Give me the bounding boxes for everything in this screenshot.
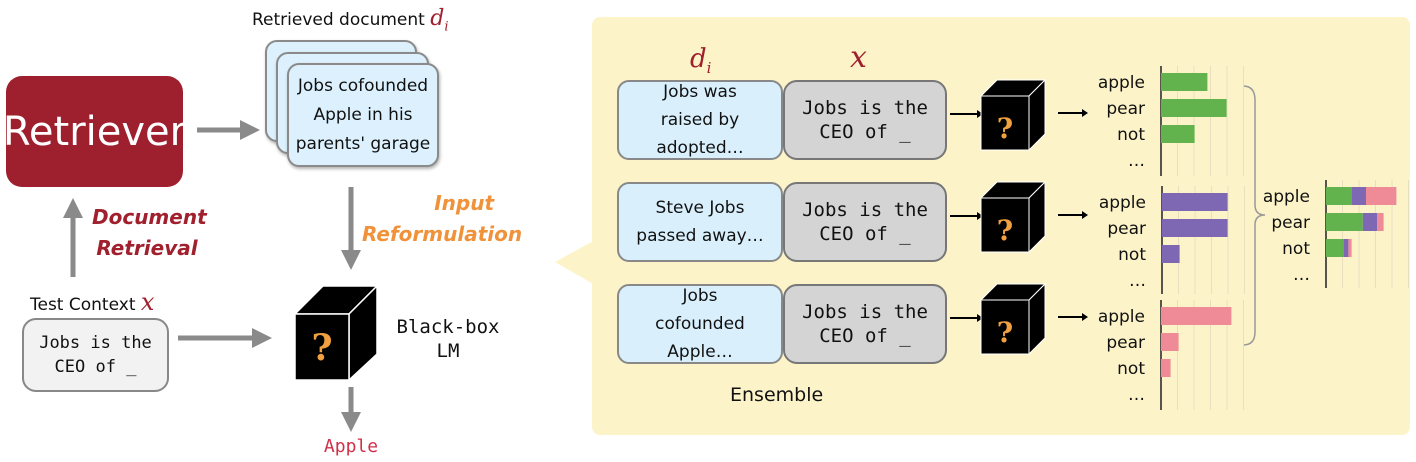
label-line: Document	[92, 205, 207, 229]
row-doc-text: Jobs was raised by adopted…	[656, 82, 744, 158]
row-doc-box: Steve Jobs passed away…	[617, 182, 783, 262]
row-lm-icon: ?	[950, 282, 1088, 356]
bar-apple	[1161, 307, 1232, 325]
label-line: Reformulation	[362, 222, 523, 246]
category-label: not	[1117, 359, 1145, 379]
category-label: pear	[1107, 219, 1146, 239]
bar-apple	[1366, 187, 1397, 205]
row-lm-icon: ?	[950, 180, 1088, 254]
panel-doc-symbol: di	[690, 44, 711, 77]
ensemble-brace	[1242, 85, 1266, 346]
row-lm-icon: ?	[950, 78, 1088, 152]
bar-apple	[1351, 187, 1366, 205]
doc-symbol-d: d	[690, 44, 707, 74]
bar-pear	[1377, 213, 1384, 231]
category-label: not	[1118, 245, 1146, 265]
retriever-label: Retriever	[2, 108, 187, 155]
bar-pear	[1161, 333, 1179, 351]
row-context-box: Jobs is the CEO of _	[783, 80, 947, 160]
retrieved-doc-title-text: Retrieved document	[252, 10, 425, 30]
retrieved-doc-title: Retrieved document di	[252, 6, 449, 34]
bar-not	[1326, 239, 1344, 257]
test-context-title: Test Context x	[30, 288, 154, 316]
doc-symbol-sub: i	[444, 19, 449, 35]
bar-apple	[1161, 73, 1208, 91]
doc-symbol: di	[430, 6, 449, 35]
category-label: …	[1129, 271, 1146, 291]
label-line: Input	[434, 191, 494, 215]
doc-symbol-sub: i	[706, 59, 712, 78]
question-cube-icon: ?	[293, 284, 379, 382]
category-label: apple	[1098, 307, 1145, 327]
callout-pointer	[555, 240, 595, 285]
retriever-box: Retriever	[2, 76, 187, 187]
category-label: pear	[1106, 99, 1145, 119]
row-doc-box: Jobs was raised by adopted…	[617, 80, 783, 160]
category-label: …	[1293, 265, 1310, 285]
bar-pear	[1162, 219, 1228, 237]
bar-not	[1162, 245, 1180, 263]
svg-text:?: ?	[997, 112, 1013, 145]
category-label: not	[1282, 239, 1310, 259]
doc-line: parents' garage	[295, 133, 431, 154]
row-doc-text: Steve Jobs passed away…	[636, 198, 764, 246]
category-label: …	[1128, 385, 1145, 405]
row-context-text: Jobs is the CEO of _	[802, 199, 928, 245]
panel-context-symbol: x	[850, 40, 867, 75]
bar-pear	[1362, 213, 1378, 231]
row-context-box: Jobs is the CEO of _	[783, 284, 947, 364]
row-context-text: Jobs is the CEO of _	[802, 97, 928, 143]
row-doc-box: Jobs cofounded Apple…	[617, 284, 783, 364]
output-text: Apple	[323, 436, 379, 457]
bar-pear	[1326, 213, 1363, 231]
category-label: apple	[1263, 187, 1310, 207]
doc-symbol-d: d	[430, 6, 445, 31]
ensemble-label: Ensemble	[730, 384, 824, 406]
row-context-box: Jobs is the CEO of _	[783, 182, 947, 262]
category-label: pear	[1271, 213, 1310, 233]
label-line: Retrieval	[96, 236, 198, 260]
bar-not	[1161, 359, 1171, 377]
test-context-box: Jobs is the CEO of _	[22, 318, 169, 392]
category-label: apple	[1099, 193, 1146, 213]
doc-line: Apple in his	[313, 104, 413, 125]
svg-text:?: ?	[997, 214, 1013, 247]
row-doc-text: Jobs cofounded Apple…	[655, 286, 745, 362]
category-label: apple	[1098, 73, 1145, 93]
bar-apple	[1326, 187, 1352, 205]
bar-not	[1343, 239, 1349, 257]
row-context-text: Jobs is the CEO of _	[802, 301, 928, 347]
bar-not	[1348, 239, 1352, 257]
context-symbol: x	[140, 288, 155, 316]
svg-text:?: ?	[997, 316, 1013, 349]
svg-text:?: ?	[311, 327, 332, 369]
category-label: pear	[1106, 333, 1145, 353]
blackbox-label: Black-box LM	[396, 316, 500, 362]
bar-apple	[1162, 193, 1228, 211]
bar-not	[1161, 125, 1195, 143]
bar-pear	[1161, 99, 1227, 117]
doc-line: Jobs cofounded	[297, 75, 429, 96]
category-label: …	[1128, 151, 1145, 171]
test-context-text: Jobs is the CEO of _	[39, 333, 152, 377]
test-context-title-text: Test Context	[30, 295, 136, 315]
category-label: not	[1117, 125, 1145, 145]
